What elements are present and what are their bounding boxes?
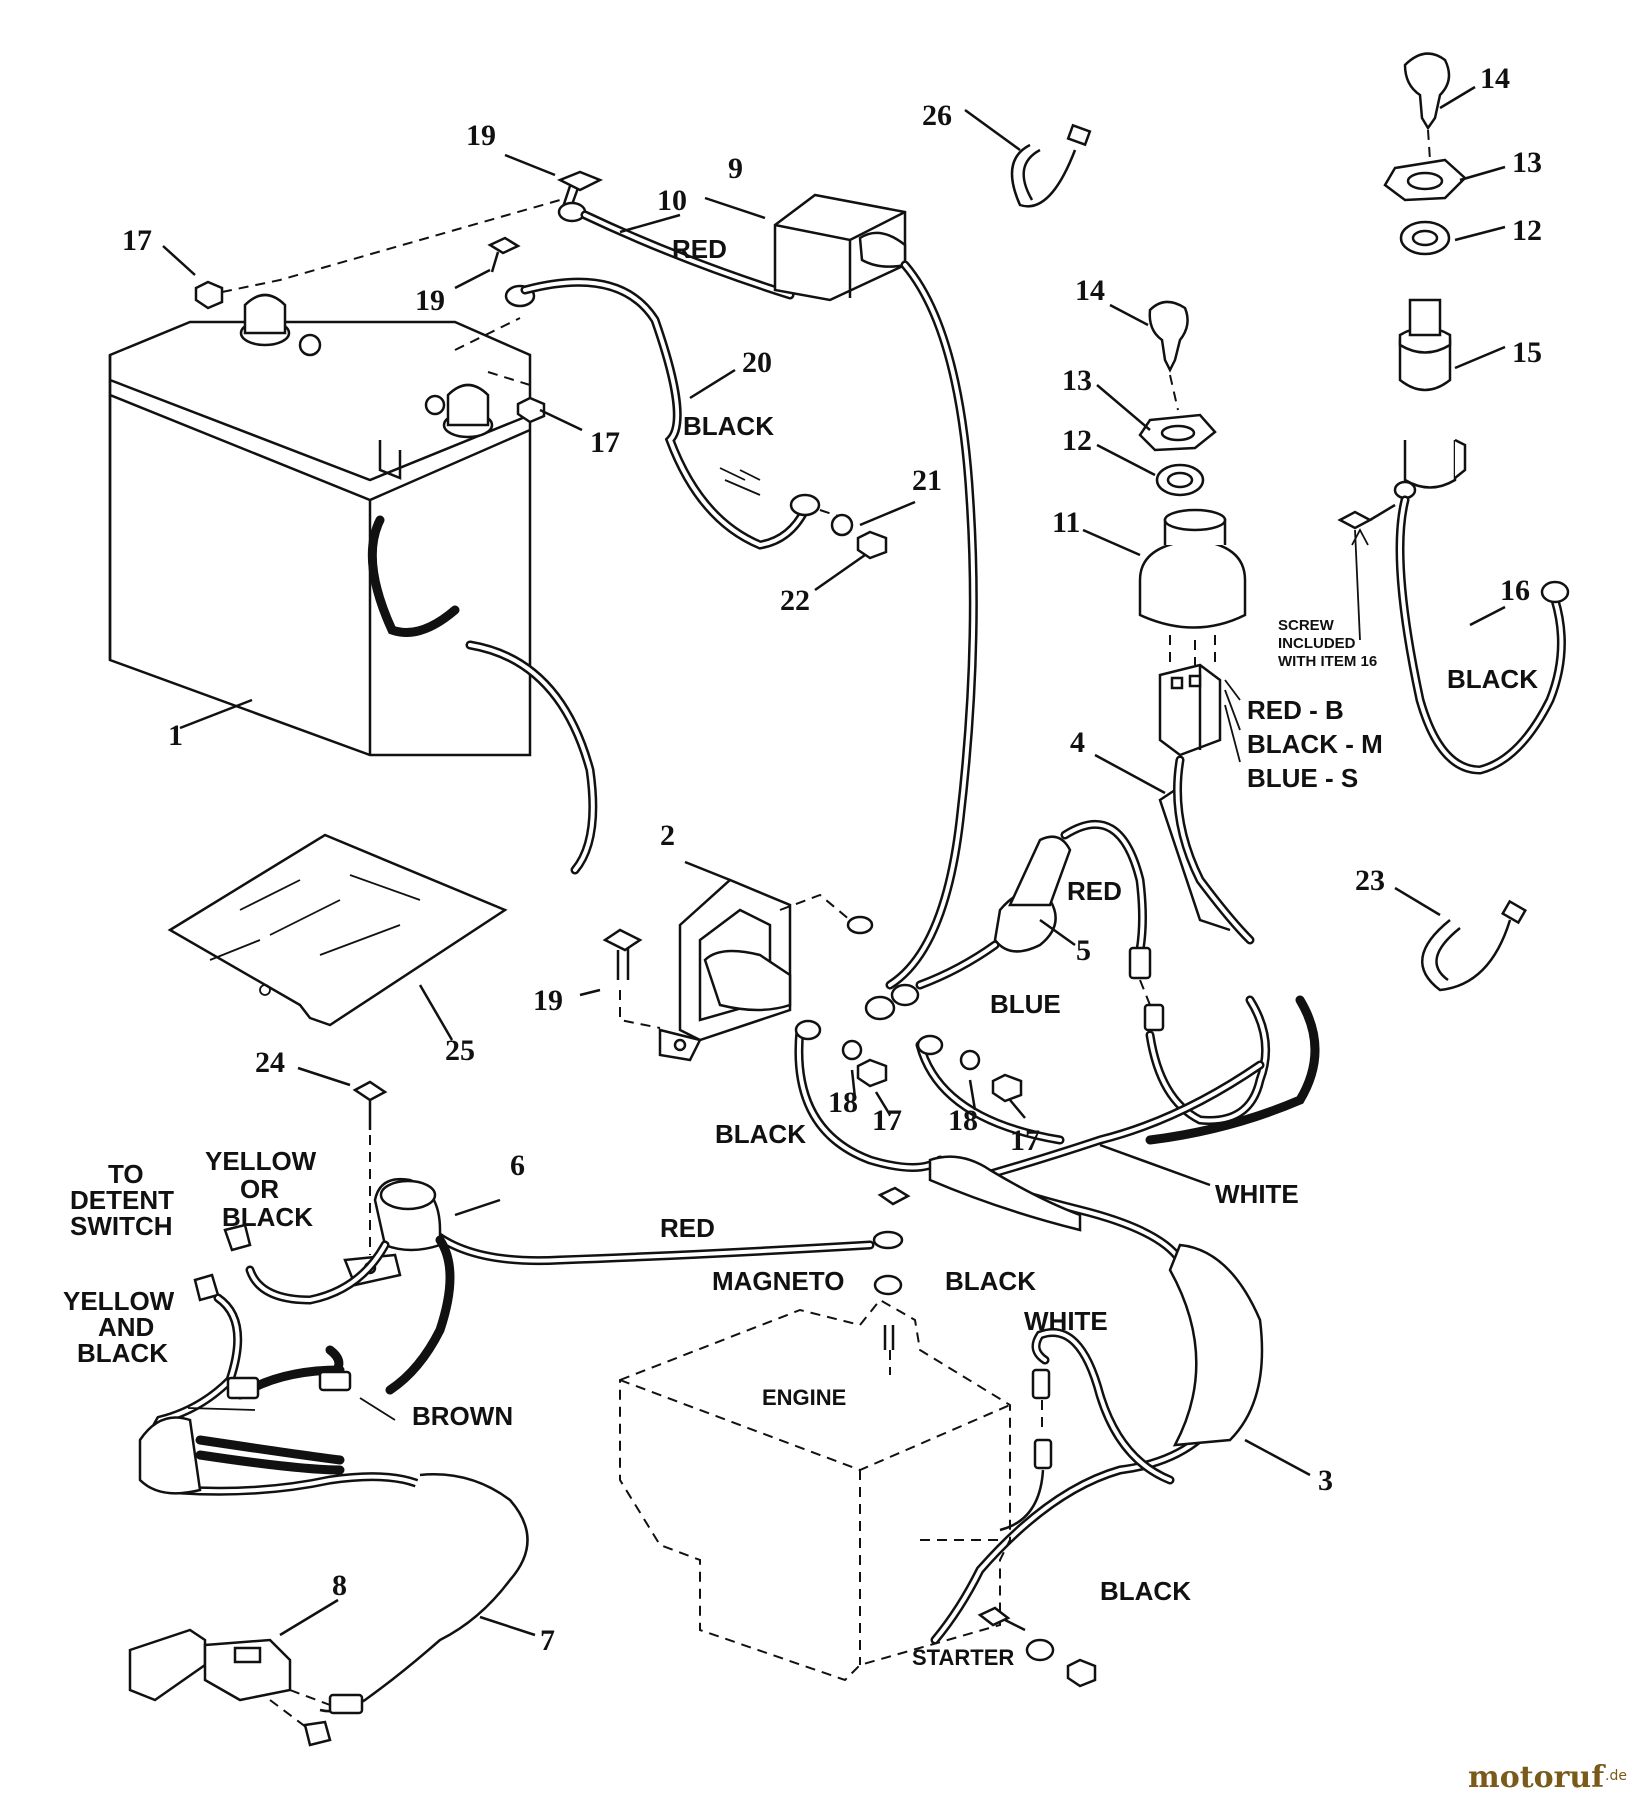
- callout-11: 11: [1052, 506, 1080, 539]
- callout-16: 16: [1500, 574, 1530, 607]
- starter-hardware: [977, 1606, 1097, 1688]
- ignition-switch-group: [1138, 300, 1255, 945]
- label-engine: ENGINE: [762, 1385, 846, 1410]
- main-harness: [794, 995, 1320, 1645]
- callout-3: 3: [1318, 1464, 1333, 1497]
- fuse-holder: [890, 819, 1165, 1032]
- callout-18a: 18: [828, 1086, 858, 1119]
- cable-clamp-26: [1010, 123, 1092, 208]
- callout-17c: 17: [872, 1104, 902, 1137]
- solenoid: [602, 878, 874, 1062]
- label-yellow-or-black-1: YELLOW: [205, 1146, 317, 1176]
- label-black-20: BLACK: [683, 411, 774, 441]
- light-switch-group: [1337, 52, 1570, 775]
- label-screw-2: INCLUDED: [1278, 635, 1356, 652]
- callout-19a: 19: [466, 119, 496, 152]
- label-detent-2: DETENT: [70, 1185, 174, 1215]
- callout-17d: 17: [1010, 1124, 1040, 1157]
- module-6: [245, 1080, 455, 1395]
- callout-23: 23: [1355, 864, 1385, 897]
- label-screw-1: SCREW: [1278, 617, 1335, 634]
- callout-10: 10: [657, 184, 687, 217]
- label-detent-1: TO: [108, 1159, 144, 1189]
- callout-17b: 17: [590, 426, 620, 459]
- callout-17a: 17: [122, 224, 152, 257]
- callout-13b: 13: [1512, 146, 1542, 179]
- callout-14a: 14: [1075, 274, 1105, 307]
- battery: [108, 293, 598, 875]
- label-yellow-and-black-1: YELLOW: [63, 1286, 175, 1316]
- label-red-mid: RED: [660, 1213, 715, 1243]
- label-red-fuse: RED: [1067, 876, 1122, 906]
- callout-14b: 14: [1480, 62, 1510, 95]
- callout-18b: 18: [948, 1104, 978, 1137]
- callout-19c: 19: [533, 984, 563, 1017]
- watermark: motoruf .de: [1468, 1760, 1627, 1795]
- label-yellow-and-black-2: AND: [98, 1312, 154, 1342]
- long-red-wire: [864, 260, 978, 1021]
- battery-mat: [167, 833, 508, 1027]
- black-cable-20: [520, 277, 888, 560]
- label-detent-3: SWITCH: [70, 1211, 173, 1241]
- watermark-brand: motoruf: [1468, 1760, 1606, 1795]
- label-screw-3: WITH ITEM 16: [1278, 653, 1377, 670]
- callout-20: 20: [742, 346, 772, 379]
- label-white-engine: WHITE: [1024, 1306, 1108, 1336]
- label-magneto: MAGNETO: [712, 1266, 844, 1296]
- engine-block: [619, 1298, 1011, 1682]
- wire-labels: RED BLACK BLACK RED - B BLACK - M BLUE -…: [63, 234, 1538, 1606]
- label-blue-s: BLUE - S: [1247, 763, 1358, 793]
- callout-15: 15: [1512, 336, 1542, 369]
- label-red-top: RED: [672, 234, 727, 264]
- callout-21: 21: [912, 464, 942, 497]
- component-labels: MAGNETO ENGINE STARTER SCREW INCLUDED WI…: [712, 617, 1377, 1670]
- battery-hardware: [194, 170, 604, 424]
- callout-22: 22: [780, 584, 810, 617]
- callout-1: 1: [168, 719, 183, 752]
- red-cable-10: [580, 210, 795, 300]
- label-yellow-and-black-3: BLACK: [77, 1338, 168, 1368]
- label-red-b: RED - B: [1247, 695, 1344, 725]
- callout-6: 6: [510, 1149, 525, 1182]
- callout-8: 8: [332, 1569, 347, 1602]
- callout-numbers: 1 2 3 4 5 6 7 8 9 10 11 12 12 13 13 14 1…: [122, 62, 1542, 1657]
- cable-clamp-23: [1421, 899, 1528, 992]
- callout-12b: 12: [1512, 214, 1542, 247]
- label-black-solenoid: BLACK: [715, 1119, 806, 1149]
- callout-19b: 19: [415, 284, 445, 317]
- label-black-m: BLACK - M: [1247, 729, 1383, 759]
- callout-leaders: [162, 85, 1506, 1637]
- label-brown: BROWN: [412, 1401, 513, 1431]
- callout-25: 25: [445, 1034, 475, 1067]
- callout-9: 9: [728, 152, 743, 185]
- callout-5: 5: [1076, 934, 1091, 967]
- harness-7: [128, 1223, 529, 1747]
- callout-26: 26: [922, 99, 952, 132]
- label-yellow-or-black-2: OR: [240, 1174, 279, 1204]
- label-starter: STARTER: [912, 1645, 1014, 1670]
- callout-13a: 13: [1062, 364, 1092, 397]
- terminal-cover-9: [773, 193, 907, 302]
- callout-12a: 12: [1062, 424, 1092, 457]
- watermark-suffix: .de: [1605, 1768, 1627, 1784]
- label-black-starter: BLACK: [1100, 1576, 1191, 1606]
- label-blue: BLUE: [990, 989, 1061, 1019]
- magneto-hardware: [425, 1186, 911, 1375]
- white-engine-wire: [999, 1328, 1175, 1532]
- callout-24: 24: [255, 1046, 285, 1079]
- callout-4: 4: [1070, 726, 1085, 759]
- label-black-mid: BLACK: [945, 1266, 1036, 1296]
- callout-2: 2: [660, 819, 675, 852]
- label-yellow-or-black-3: BLACK: [222, 1202, 313, 1232]
- label-black-16: BLACK: [1447, 664, 1538, 694]
- callout-7: 7: [540, 1624, 555, 1657]
- label-white-right: WHITE: [1215, 1179, 1299, 1209]
